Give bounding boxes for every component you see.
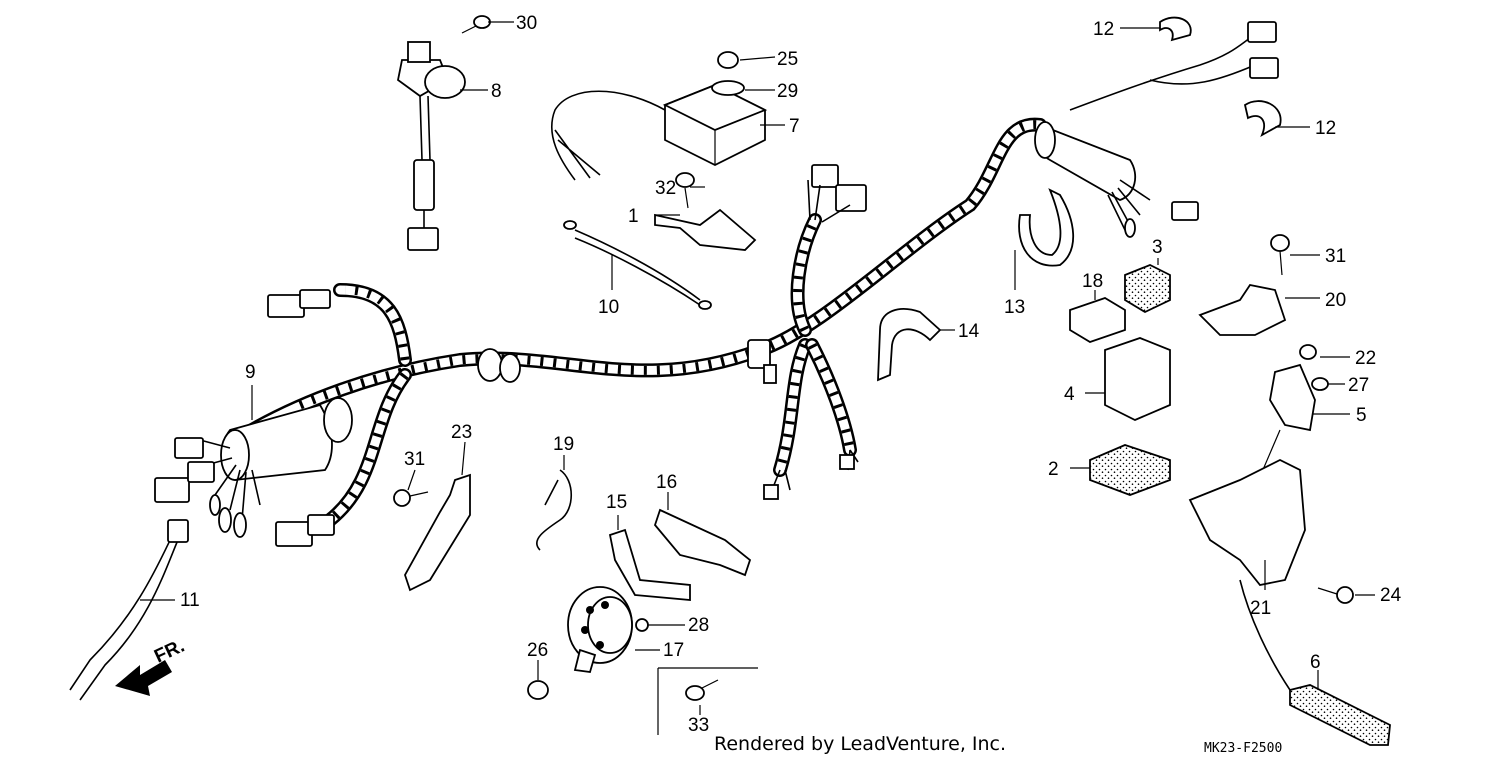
part-33-reference-line [657,667,758,735]
part-22-screw [1299,344,1317,360]
callout-22: 22 [1355,348,1376,369]
connector-upper-left-b [299,289,331,309]
part-2-rubber [1089,444,1171,496]
callout-26: 26 [527,640,548,661]
callout-20: 20 [1325,290,1346,311]
part-6-grip [1289,684,1391,746]
callout-18: 18 [1082,271,1103,292]
part-29-washer [711,80,745,96]
part-31-bolt-right [1270,234,1290,276]
part-7-regulator [551,84,768,181]
callout-6: 6 [1310,652,1321,673]
part-25-nut [717,51,739,69]
callout-33: 33 [688,715,709,736]
part-27-washer [1311,377,1329,391]
part-20-holder [1198,283,1287,336]
connector-upper-left [267,294,305,318]
callout-16: 16 [656,472,677,493]
callout-9: 9 [245,362,256,383]
callout-31-left: 31 [404,449,425,470]
render-credit: Rendered by LeadVenture, Inc. [714,733,1007,755]
callout-24: 24 [1380,585,1402,606]
part-15-bracket [608,528,691,601]
callout-2: 2 [1048,459,1059,480]
part-16-bracket [653,508,752,577]
callout-10: 10 [598,297,619,318]
part-33-bolt [685,679,719,701]
part-1-bracket [654,208,757,251]
callout-21: 21 [1250,598,1271,619]
callout-27: 27 [1348,375,1369,396]
part-24-bolt [1317,586,1354,604]
callout-14: 14 [958,321,980,342]
part-3-rubber [1124,264,1171,314]
callout-1: 1 [628,206,639,227]
part-8-switch [397,41,466,251]
callout-23: 23 [451,422,472,443]
callout-32: 32 [655,178,676,199]
callout-28: 28 [688,615,709,636]
part-28-washer [635,618,649,632]
callout-7: 7 [789,116,800,137]
connector-center-a [811,164,839,188]
harness-right-sheath [1034,21,1279,238]
callout-12-upper: 12 [1093,19,1114,40]
callout-11: 11 [180,590,200,611]
part-21-bracket [1188,458,1306,586]
part-13-band [1018,188,1075,267]
callout-13: 13 [1004,297,1025,318]
part-4-unit [1104,337,1171,421]
callout-8: 8 [491,81,502,102]
connector-center-b [835,184,867,212]
callout-30: 30 [516,13,537,34]
part-6-cable [1239,579,1291,691]
part-23-stay [404,473,471,592]
part-26-nut [527,680,549,700]
part-19-clip [536,469,572,551]
terminal-center-a [763,484,779,500]
callout-31-right: 31 [1325,246,1346,267]
callout-19: 19 [553,434,574,455]
terminal-center-b [839,454,855,470]
front-direction-marker: FR. [115,636,188,696]
front-marker-label: FR. [151,636,188,668]
drawing-code: MK23-F2500 [1204,741,1283,756]
connector-lower-left-b [307,514,335,536]
callout-29: 29 [777,81,798,102]
part-11-wire [69,519,189,701]
callout-15: 15 [606,492,627,513]
part-31-bolt-left [393,489,429,507]
callout-5: 5 [1356,405,1367,426]
main-wire-harness [228,117,1047,527]
part-30-screw [461,15,491,34]
callout-labels: 1 2 3 4 5 6 7 8 9 10 11 12 12 13 14 15 1… [180,13,1402,736]
callout-4: 4 [1064,384,1075,405]
part-14-clamp [877,308,942,382]
callout-12-lower: 12 [1315,118,1336,139]
callout-17: 17 [663,640,684,661]
callout-25: 25 [777,49,798,70]
harness-left-sheath [154,397,353,538]
connector-lower-left [275,521,313,547]
part-32-bolt [675,172,695,209]
part-12-clamp-upper [1159,16,1192,42]
leader-lines [140,21,1375,715]
callout-3: 3 [1152,237,1163,258]
part-10-wire [563,220,712,310]
part-18-unit [1069,297,1126,343]
part-17-horn [567,586,633,673]
part-12-clamp-lower [1243,100,1282,138]
